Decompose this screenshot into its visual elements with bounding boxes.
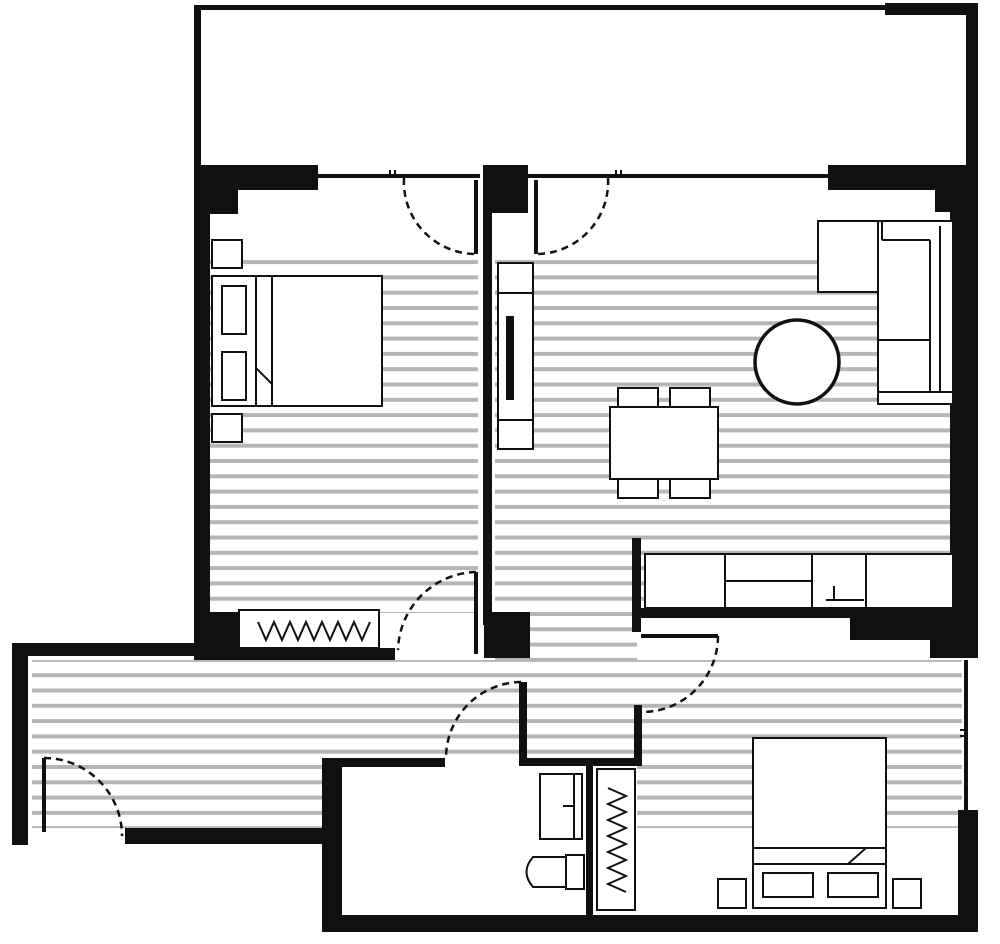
window-right-mullion	[528, 174, 828, 178]
pillow-2b	[827, 872, 879, 898]
bedside-table-1a	[211, 239, 243, 269]
bathroom-fixtures	[525, 768, 636, 911]
balcony-door-left[interactable]	[389, 170, 478, 256]
balcony	[194, 3, 978, 168]
sofa	[817, 220, 954, 405]
bedside-table-2a	[717, 878, 747, 909]
wall-top-right	[828, 165, 978, 658]
bathroom-door[interactable]	[444, 680, 523, 760]
doors	[42, 170, 968, 837]
bedroom-1-door[interactable]	[396, 570, 478, 654]
dining-chair-1	[617, 387, 659, 408]
tv	[506, 316, 514, 400]
dining-chair-2	[669, 387, 711, 408]
balcony-top-right-wall	[885, 3, 978, 15]
kitchen-bench	[644, 553, 954, 609]
wall-bath-left	[322, 758, 342, 932]
wall-top-left	[194, 165, 318, 645]
wall-kitchen-base	[641, 608, 953, 618]
entry-door[interactable]	[42, 756, 124, 837]
pillow-1b	[221, 351, 247, 401]
coffee-table	[753, 318, 841, 406]
tv-unit	[497, 262, 534, 450]
entry-floor	[32, 760, 328, 828]
wardrobe-2	[596, 768, 636, 911]
wall-centre-column	[482, 165, 528, 625]
wall-hall-top-left	[12, 643, 202, 656]
balcony-right-wall	[966, 3, 978, 168]
pillow-1a	[221, 285, 247, 335]
bedside-table-2b	[892, 878, 922, 909]
wall-outer-left	[12, 643, 28, 845]
dining-chair-4	[669, 478, 711, 499]
wall-centre-bottom-column	[484, 612, 530, 658]
pillow-2a	[762, 872, 814, 898]
toilet	[525, 854, 585, 890]
dining-chair-3	[617, 478, 659, 499]
dining-set	[609, 387, 719, 499]
wall-kitchen-end	[632, 538, 641, 632]
window-left-mullion	[318, 174, 480, 178]
balcony-door-right[interactable]	[534, 170, 622, 256]
bedroom-1-furniture	[211, 239, 383, 649]
bedside-table-1b	[211, 413, 243, 443]
vanity-basin	[539, 773, 583, 840]
wall-bath-top	[330, 758, 445, 767]
wall-bottom	[322, 915, 978, 932]
bedroom-2-furniture	[717, 737, 922, 909]
wall-entry-bottom	[125, 828, 335, 844]
living-furniture	[497, 220, 954, 609]
balcony-left-wall	[194, 5, 201, 165]
wall-right-lower	[958, 810, 978, 932]
wardrobe-1	[238, 609, 380, 649]
balcony-top-rail	[194, 5, 886, 10]
bedroom-2-window-door	[960, 729, 968, 737]
dining-table	[609, 406, 719, 480]
wall-bath-partition	[586, 765, 593, 915]
kitchen-door[interactable]	[640, 634, 720, 714]
